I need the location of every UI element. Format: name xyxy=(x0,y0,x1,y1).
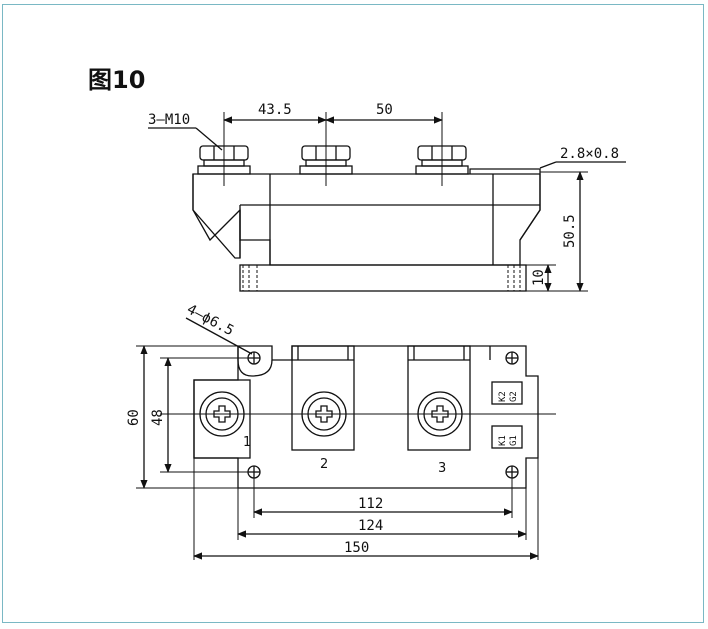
drawing-frame xyxy=(2,4,704,623)
thread-label: 3—M10 xyxy=(148,112,190,128)
terminal-3-label: 3 xyxy=(438,461,446,476)
len-150-label: 150 xyxy=(344,540,369,556)
width-48-label: 48 xyxy=(150,409,166,426)
top-view xyxy=(136,317,556,560)
pin-g2-label: G2 xyxy=(509,391,519,402)
terminal-1-label: 1 xyxy=(243,435,251,450)
pin-k1-label: K1 xyxy=(498,435,508,446)
side-view xyxy=(148,112,626,292)
pin-k2-label: K2 xyxy=(498,391,508,402)
figure-title: 图10 xyxy=(88,66,146,94)
len-112-label: 112 xyxy=(358,496,383,512)
height-total-label: 50.5 xyxy=(562,214,578,248)
mount-holes xyxy=(247,351,519,479)
len-124-label: 124 xyxy=(358,518,383,534)
spacing2-label: 50 xyxy=(376,102,393,118)
pin-g1-label: G1 xyxy=(509,435,519,446)
width-60-label: 60 xyxy=(126,409,142,426)
terminal-2-label: 2 xyxy=(320,457,328,472)
height-base-label: 10 xyxy=(531,269,547,286)
holes-label: 4—ϕ6.5 xyxy=(184,301,236,339)
tab-label: 2.8×0.8 xyxy=(560,146,619,162)
spacing1-label: 43.5 xyxy=(258,102,292,118)
